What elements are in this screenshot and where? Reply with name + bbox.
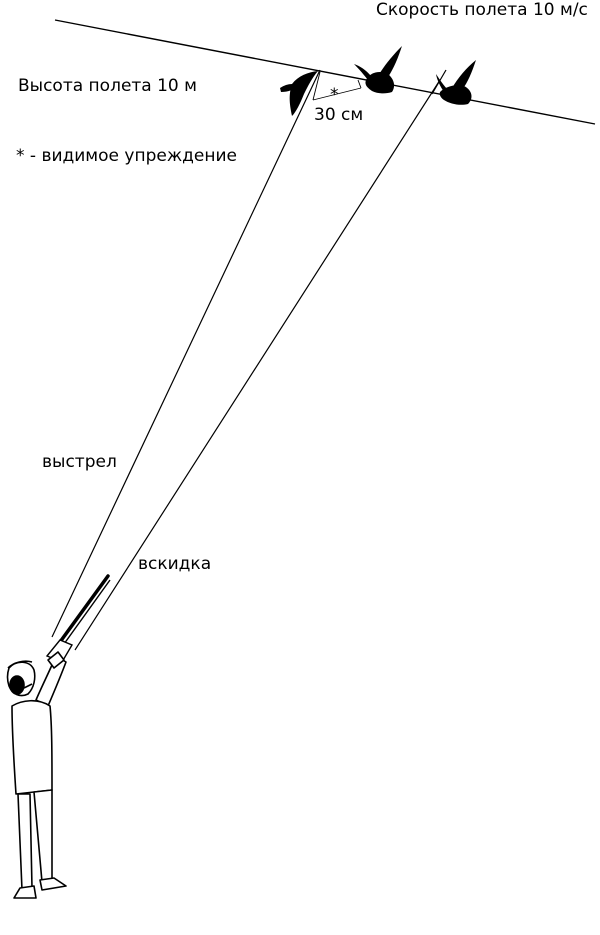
lead-bracket-right xyxy=(357,79,362,89)
distance-label: 30 см xyxy=(314,105,364,125)
lead-bracket-left xyxy=(312,71,321,101)
swing-label: вскидка xyxy=(138,554,212,574)
height-label: Высота полета 10 м xyxy=(18,76,197,96)
shotgun xyxy=(45,574,111,663)
bird-silhouette-middle xyxy=(354,46,402,94)
flight-path-line xyxy=(54,19,596,125)
lead-mark: * xyxy=(330,85,339,105)
sight-line-shot xyxy=(51,69,321,638)
lead-legend-label: * - видимое упреждение xyxy=(16,146,237,166)
sight-line-swing xyxy=(74,79,441,651)
shot-label: выстрел xyxy=(42,452,117,472)
bird-silhouette-front xyxy=(436,60,476,105)
bird-silhouette-rear xyxy=(280,71,318,116)
hunter-figure xyxy=(6,651,67,899)
speed-label: Скорость полета 10 м/с xyxy=(376,0,588,20)
lead-bracket-base xyxy=(312,87,362,101)
